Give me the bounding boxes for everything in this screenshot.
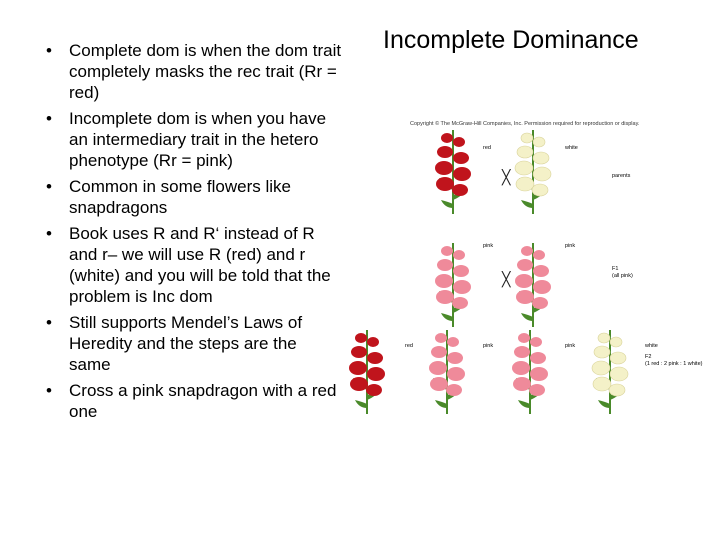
parents-generation-label: parents <box>612 173 631 179</box>
f2-pink-label-1: pink <box>483 343 494 349</box>
parents-cross-icon: ╳ <box>502 170 511 186</box>
f1-pink-label-left: pink <box>483 243 494 249</box>
bullet-marker: • <box>46 109 52 128</box>
bullet-item: • Complete dom is when the dom trait comp… <box>42 40 342 103</box>
bullet-marker: • <box>46 177 52 196</box>
f2-red-label: red <box>405 343 413 349</box>
f1-pink-flower-right <box>515 242 551 328</box>
bullet-marker: • <box>46 41 52 60</box>
bullet-item: • Book uses R and R‘ instead of R and r– … <box>42 223 342 307</box>
bullet-text: Cross a pink snapdragon with a red one <box>69 381 337 421</box>
figure-copyright: Copyright © The McGraw-Hill Companies, I… <box>410 121 640 127</box>
f2-pink-flower-1 <box>429 329 465 415</box>
slide-title: Incomplete Dominance <box>383 26 639 54</box>
f2-white-flower <box>591 329 629 415</box>
f1-note-label: (all pink) <box>612 273 633 279</box>
f1-generation-label: F1 <box>612 266 619 272</box>
f1-pink-flower-left <box>435 242 471 328</box>
bullet-marker: • <box>46 224 52 243</box>
bullet-marker: • <box>46 381 52 400</box>
f2-red-flower <box>349 329 385 415</box>
f2-ratio-label: (1 red : 2 pink : 1 white) <box>645 361 703 367</box>
bullet-text: Book uses R and R‘ instead of R and r– w… <box>69 224 331 306</box>
f1-cross-icon: ╳ <box>502 272 511 288</box>
bullet-text: Still supports Mendel’s Laws of Heredity… <box>69 313 303 374</box>
parent-red-flower <box>435 129 471 215</box>
f2-pink-flower-2 <box>512 329 548 415</box>
parent-white-label: white <box>565 145 578 151</box>
parent-white-flower <box>514 129 552 215</box>
bullet-text: Complete dom is when the dom trait compl… <box>69 41 342 102</box>
bullet-item: • Cross a pink snapdragon with a red one <box>42 380 342 422</box>
bullet-list: • Complete dom is when the dom trait comp… <box>42 40 342 427</box>
f1-pink-label-right: pink <box>565 243 576 249</box>
bullet-item: • Common in some flowers like snapdragons <box>42 176 342 218</box>
f2-generation-label: F2 <box>645 354 652 360</box>
bullet-text: Incomplete dom is when you have an inter… <box>69 109 327 170</box>
bullet-text: Common in some flowers like snapdragons <box>69 177 292 217</box>
bullet-item: • Incomplete dom is when you have an inte… <box>42 108 342 171</box>
bullet-item: • Still supports Mendel’s Laws of Heredit… <box>42 312 342 375</box>
f2-pink-label-2: pink <box>565 343 576 349</box>
parent-red-label: red <box>483 145 491 151</box>
bullet-marker: • <box>46 313 52 332</box>
f2-white-label: white <box>645 343 658 349</box>
snapdragon-illustration <box>349 129 629 415</box>
